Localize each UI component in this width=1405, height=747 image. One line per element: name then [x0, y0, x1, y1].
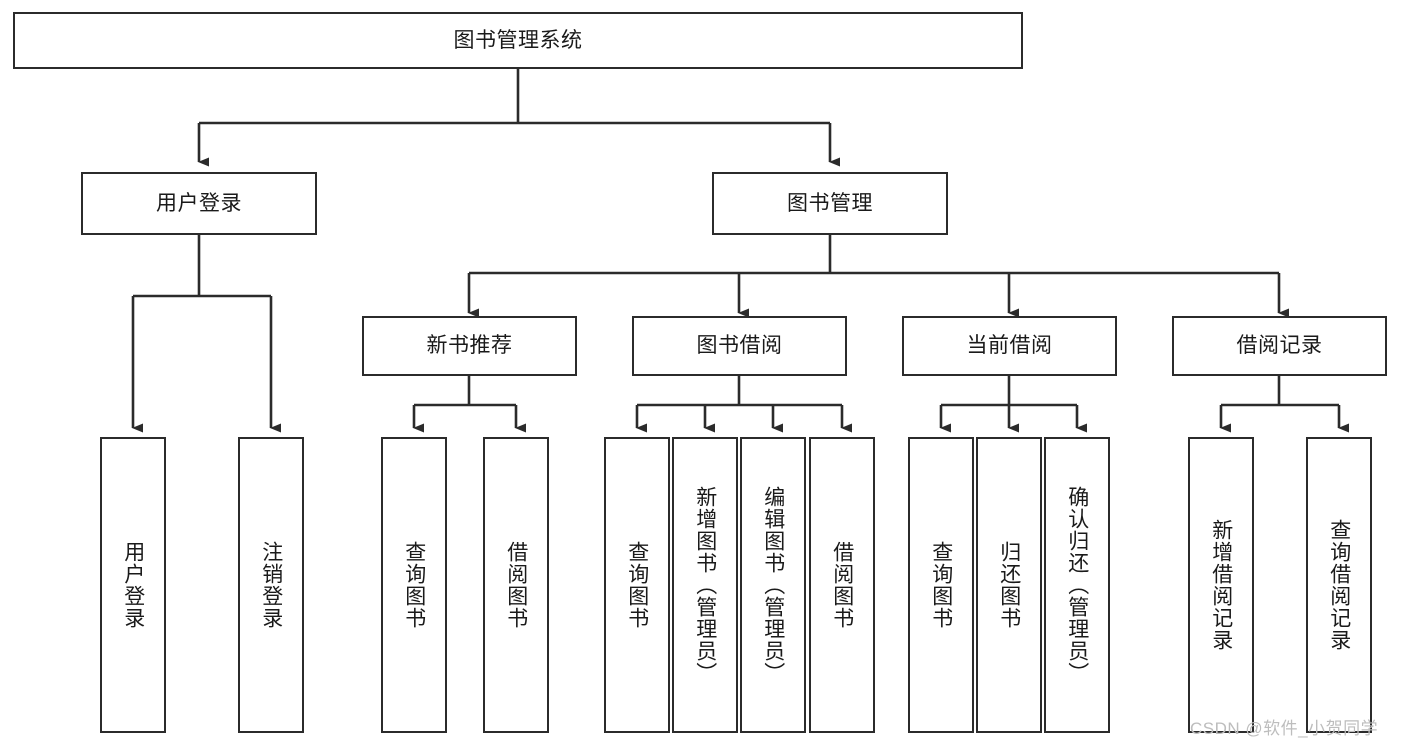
node-book-borrow: 图书借阅: [632, 316, 847, 376]
node-borrow-record: 借阅记录: [1172, 316, 1387, 376]
node-user-login: 用户登录: [81, 172, 317, 235]
leaf-add-borrow-record: 新增借阅记录: [1188, 437, 1254, 733]
node-label: 图书借阅: [696, 334, 783, 358]
leaf-borrow-book-borrow: 借阅图书: [809, 437, 875, 733]
node-label: 图书管理系统: [453, 28, 583, 52]
leaf-edit-book-admin: 编辑图书（管理员）: [740, 437, 806, 733]
node-label: 查询图书: [625, 541, 649, 629]
leaf-logout-login: 注销登录: [238, 437, 304, 733]
node-label: 查询图书: [402, 541, 426, 629]
node-label: 编辑图书（管理员）: [761, 486, 785, 684]
node-book-manage: 图书管理: [712, 172, 948, 235]
node-label: 新增借阅记录: [1209, 519, 1233, 651]
node-label: 查询借阅记录: [1327, 519, 1351, 651]
leaf-user-login: 用户登录: [100, 437, 166, 733]
node-label: 用户登录: [156, 191, 242, 215]
node-label: 确认归还（管理员）: [1065, 486, 1089, 684]
node-label: 注销登录: [259, 541, 283, 629]
node-label: 用户登录: [121, 541, 145, 629]
node-root-system: 图书管理系统: [13, 12, 1023, 69]
leaf-return-book: 归还图书: [976, 437, 1042, 733]
node-label: 新书推荐: [426, 334, 513, 358]
node-label: 借阅图书: [504, 541, 528, 629]
node-label: 查询图书: [929, 541, 953, 629]
leaf-add-book-admin: 新增图书（管理员）: [672, 437, 738, 733]
node-label: 当前借阅: [966, 334, 1053, 358]
leaf-borrow-book-recommend: 借阅图书: [483, 437, 549, 733]
node-label: 图书管理: [787, 191, 873, 215]
leaf-confirm-return-admin: 确认归还（管理员）: [1044, 437, 1110, 733]
node-new-book-recommend: 新书推荐: [362, 316, 577, 376]
node-label: 归还图书: [997, 541, 1021, 629]
leaf-query-book-recommend: 查询图书: [381, 437, 447, 733]
leaf-query-book-borrow: 查询图书: [604, 437, 670, 733]
node-current-borrow: 当前借阅: [902, 316, 1117, 376]
leaf-query-book-current: 查询图书: [908, 437, 974, 733]
node-label: 借阅记录: [1236, 334, 1323, 358]
node-label: 借阅图书: [830, 541, 854, 629]
leaf-query-borrow-record: 查询借阅记录: [1306, 437, 1372, 733]
node-label: 新增图书（管理员）: [693, 486, 717, 684]
